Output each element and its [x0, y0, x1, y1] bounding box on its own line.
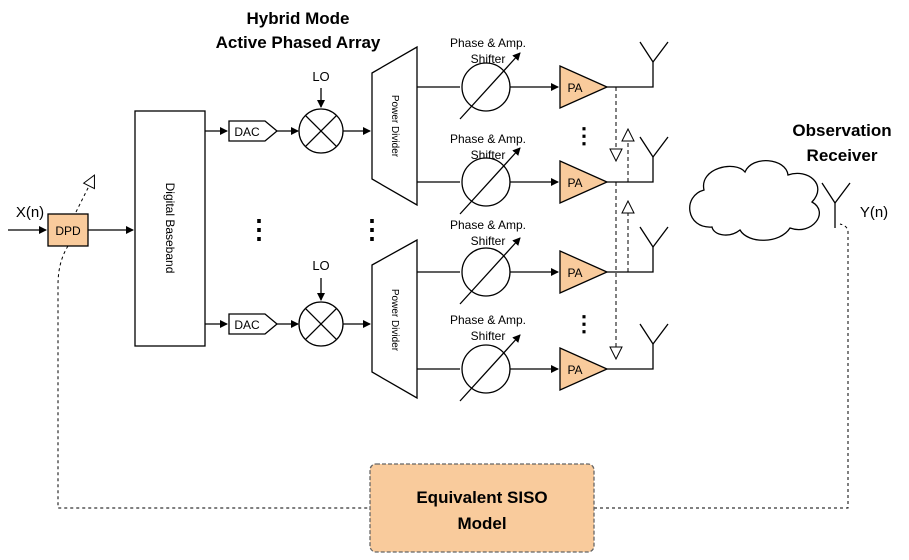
- siso-model-label-line2: Model: [457, 514, 506, 533]
- phase-shifter-arrow: [459, 147, 521, 215]
- equivalent-siso-model-block: [369, 463, 595, 553]
- power-divider-label: Power Divider: [389, 289, 400, 352]
- power-divider-block: [371, 238, 418, 400]
- pa-label: PA: [567, 176, 582, 190]
- divider-ellipsis: ⋮: [359, 214, 385, 244]
- mixer-icon: [298, 108, 344, 154]
- shifter-label-line1: Phase & Amp.: [450, 132, 526, 146]
- phase-shifter-arrow: [459, 334, 521, 402]
- observation-label-line2: Receiver: [807, 146, 878, 165]
- pa-label: PA: [567, 363, 582, 377]
- input-label: X(n): [16, 204, 44, 221]
- antenna-icon: [639, 323, 669, 346]
- antenna-branch-3: Phase & Amp. Shifter PA: [417, 218, 669, 305]
- rf-chain-1: DAC LO Power Divider: [205, 45, 418, 207]
- power-divider-block: [371, 45, 418, 207]
- mixer-icon: [298, 301, 344, 347]
- output-label: Y(n): [860, 204, 888, 221]
- pa-to-antenna-line: [607, 247, 654, 273]
- pa-block: [559, 249, 609, 295]
- digital-baseband-block: [134, 110, 206, 347]
- lo-label: LO: [312, 258, 329, 273]
- pa-to-antenna-line: [607, 344, 654, 370]
- antenna-branch-2: Phase & Amp. Shifter PA: [417, 132, 669, 215]
- receiver-antenna-icon: [821, 182, 851, 205]
- dac-label: DAC: [234, 125, 260, 139]
- pa-ellipsis-bottom: ⋮: [573, 311, 595, 336]
- chain-ellipsis: ⋮: [246, 214, 272, 244]
- antenna-branch-1: Phase & Amp. Shifter PA: [417, 36, 669, 120]
- pa-to-antenna-line: [607, 62, 654, 88]
- pa-block: [559, 64, 609, 110]
- pa-label: PA: [567, 266, 582, 280]
- feedback-line-right: [594, 223, 849, 509]
- pa-to-antenna-line: [607, 157, 654, 183]
- dpd-label: DPD: [55, 224, 81, 238]
- title-line1: Hybrid Mode: [247, 9, 350, 28]
- shifter-label-line2: Shifter: [471, 329, 506, 343]
- feedback-line-left: [57, 245, 370, 509]
- dac-block: [228, 313, 279, 335]
- pa-label: PA: [567, 81, 582, 95]
- shifter-label-line1: Phase & Amp.: [450, 36, 526, 50]
- pa-ellipsis-top: ⋮: [573, 123, 595, 148]
- observation-label-line1: Observation: [792, 121, 891, 140]
- phase-shifter-icon: [461, 157, 511, 207]
- dpd-adapt-arrow: [75, 176, 94, 213]
- lo-label: LO: [312, 69, 329, 84]
- dac-block: [228, 120, 279, 142]
- antenna-icon: [639, 226, 669, 249]
- digital-baseband-label: Digital Baseband: [163, 183, 177, 274]
- phase-shifter-icon: [461, 62, 511, 112]
- channel-cloud-icon: [689, 160, 820, 241]
- siso-model-label-line1: Equivalent SISO: [416, 488, 547, 507]
- shifter-label-line1: Phase & Amp.: [450, 218, 526, 232]
- power-divider-label: Power Divider: [389, 95, 400, 158]
- pa-block: [559, 346, 609, 392]
- shifter-label-line2: Shifter: [471, 234, 506, 248]
- antenna-icon: [639, 136, 669, 159]
- shifter-label-line2: Shifter: [471, 52, 506, 66]
- phase-shifter-icon: [461, 344, 511, 394]
- antenna-icon: [639, 41, 669, 64]
- phase-shifter-arrow: [459, 52, 521, 120]
- pa-block: [559, 159, 609, 205]
- phase-shifter-arrow: [459, 237, 521, 305]
- rf-chain-2: DAC LO Power Divider: [205, 238, 418, 400]
- title-line2: Active Phased Array: [216, 33, 381, 52]
- antenna-branch-4: Phase & Amp. Shifter PA: [417, 313, 669, 402]
- shifter-label-line1: Phase & Amp.: [450, 313, 526, 327]
- phase-shifter-icon: [461, 247, 511, 297]
- dac-label: DAC: [234, 318, 260, 332]
